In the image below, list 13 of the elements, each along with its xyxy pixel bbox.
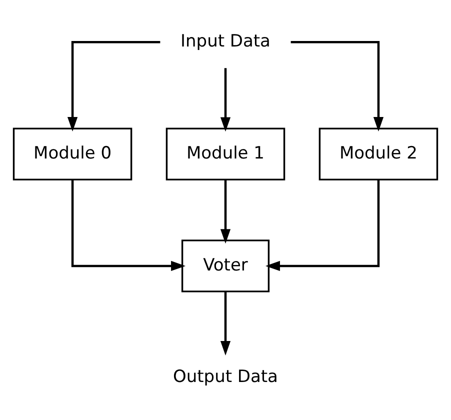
node-box: Module 2 — [318, 128, 438, 180]
arrow — [290, 41, 384, 132]
node-box: Voter — [181, 240, 270, 292]
arrow — [220, 68, 231, 132]
arrow — [71, 180, 186, 272]
arrow — [67, 41, 160, 132]
arrow — [266, 180, 380, 272]
node-text: Output Data — [173, 367, 278, 388]
arrow — [220, 292, 231, 356]
node-box: Module 0 — [12, 128, 132, 180]
arrow — [220, 180, 231, 244]
node-text: Input Data — [180, 32, 270, 52]
node-box: Module 1 — [166, 128, 286, 180]
